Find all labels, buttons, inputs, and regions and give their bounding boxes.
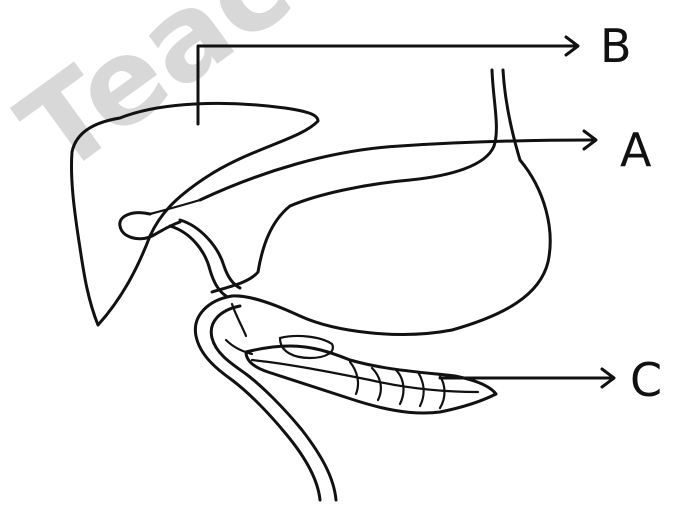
bile-duct-inner xyxy=(180,220,240,288)
label-b: B xyxy=(600,19,632,73)
stomach-outline xyxy=(212,160,550,334)
watermark: Teac xyxy=(0,0,315,201)
duodenum-fold-1 xyxy=(232,304,246,336)
label-c: C xyxy=(630,353,662,407)
bile-duct-outer xyxy=(170,226,226,296)
duodenum-outer xyxy=(195,296,320,500)
oesophagus-left xyxy=(290,70,496,206)
duodenum-inner xyxy=(211,306,336,500)
oesophagus-right xyxy=(503,70,520,160)
label-a: A xyxy=(620,123,652,177)
